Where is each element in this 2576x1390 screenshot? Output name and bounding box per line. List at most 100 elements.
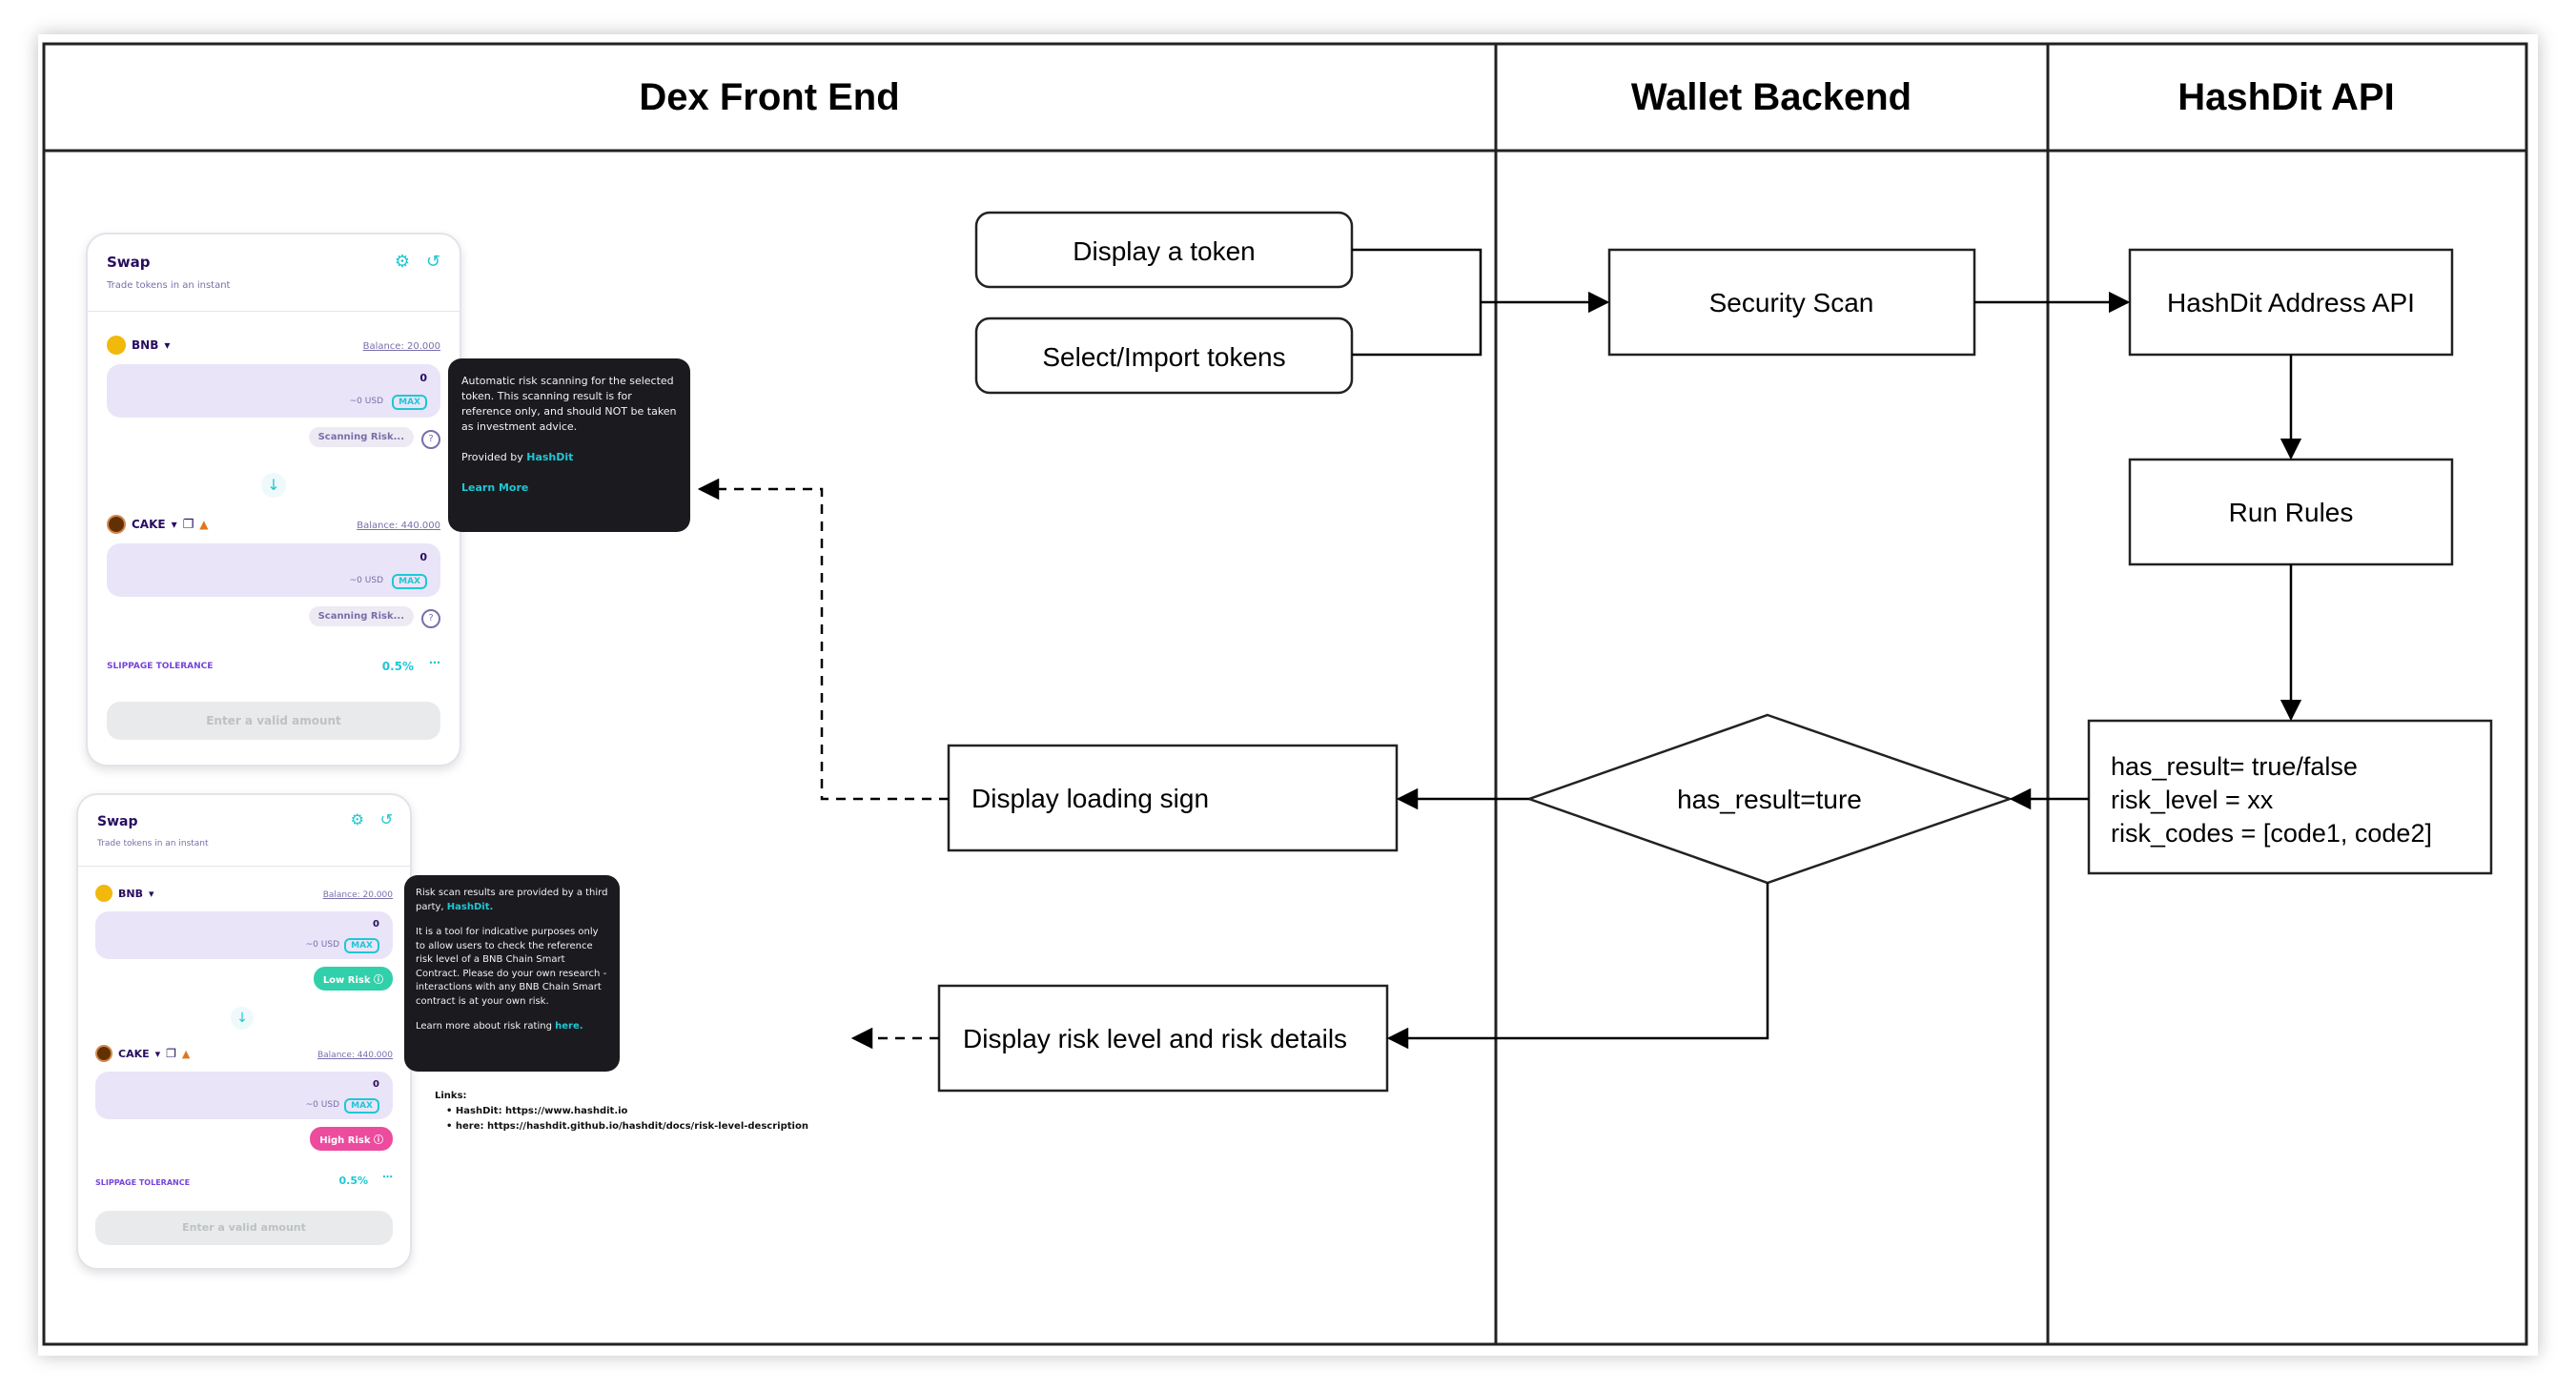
- node-result: [2087, 719, 2493, 875]
- diagram-border: [42, 42, 2528, 1346]
- tooltip-risk-more-line: Learn more about risk rating here.: [416, 1020, 608, 1034]
- copy-icon[interactable]: ❐: [166, 1047, 176, 1060]
- swap-card-risk-result: Swap Trade tokens in an instant ⚙ ↺ BNB …: [76, 793, 412, 1270]
- chevron-down-icon: ▾: [154, 1047, 161, 1060]
- node-result-line-2: risk_level = xx: [2111, 786, 2274, 814]
- amount-input-from[interactable]: 0 ~0 USD MAX: [107, 364, 440, 418]
- tooltip-provided-label: Provided by: [461, 451, 523, 463]
- tooltip-auto-scan: Automatic risk scanning for the selected…: [448, 358, 690, 532]
- tooltip-risk-provider-link[interactable]: HashDit.: [446, 901, 494, 912]
- node-run-rules-label: Run Rules: [2229, 498, 2354, 527]
- tooltip-auto-scan-text: Automatic risk scanning for the selected…: [461, 375, 677, 433]
- token-to-symbol: CAKE: [132, 518, 166, 531]
- amount-input-from[interactable]: 0 ~0 USD MAX: [95, 911, 393, 959]
- node-result-line-3: risk_codes = [code1, code2]: [2111, 819, 2432, 848]
- amount-from-value: 0: [373, 919, 379, 930]
- token-select-to[interactable]: CAKE ▾ ❐ ▲: [95, 1045, 190, 1062]
- switch-arrow-icon[interactable]: ↓: [261, 473, 286, 498]
- metamask-fox-icon[interactable]: ▲: [199, 518, 209, 531]
- bnb-coin-icon: [95, 885, 112, 902]
- amount-to-value: 0: [373, 1079, 379, 1090]
- token-select-from[interactable]: BNB ▾: [95, 885, 154, 902]
- node-hashdit-address-api-label: HashDit Address API: [2167, 288, 2415, 317]
- token-select-from[interactable]: BNB ▾: [107, 336, 170, 355]
- settings-gear-icon[interactable]: ⚙: [350, 810, 364, 828]
- info-icon: ⓘ: [374, 1135, 383, 1146]
- max-button-from[interactable]: MAX: [344, 938, 379, 953]
- more-options-icon[interactable]: ⋯: [429, 656, 440, 669]
- links-item-hashdit[interactable]: • HashDit: https://www.hashdit.io: [446, 1106, 628, 1116]
- lane-title-hashdit: HashDit API: [2177, 76, 2394, 118]
- links-item-hashdit-text: HashDit: https://www.hashdit.io: [455, 1106, 628, 1116]
- tooltip-provider-link[interactable]: HashDit: [526, 451, 574, 463]
- cake-coin-icon: [95, 1045, 112, 1062]
- tooltip-risk-info: Risk scan results are provided by a thir…: [404, 875, 620, 1072]
- balance-to: Balance: 440.000: [317, 1051, 393, 1060]
- token-from-symbol: BNB: [132, 338, 159, 352]
- slippage-value[interactable]: 0.5%: [338, 1175, 368, 1187]
- balance-to: Balance: 440.000: [357, 521, 440, 531]
- enter-amount-button[interactable]: Enter a valid amount: [107, 702, 440, 740]
- lane-title-dex: Dex Front End: [639, 76, 899, 118]
- usd-from-value: ~0 USD: [349, 397, 383, 406]
- copy-icon[interactable]: ❐: [182, 517, 194, 532]
- info-icon: ⓘ: [374, 975, 383, 986]
- swap-card-scanning: Swap Trade tokens in an instant ⚙ ↺ BNB …: [86, 233, 461, 767]
- bnb-coin-icon: [107, 336, 126, 355]
- node-security-scan: [1607, 248, 1976, 357]
- chevron-down-icon: ▾: [148, 887, 154, 900]
- node-select-import-label: Select/Import tokens: [1042, 342, 1285, 372]
- enter-amount-button[interactable]: Enter a valid amount: [95, 1211, 393, 1245]
- history-icon[interactable]: ↺: [425, 252, 440, 272]
- token-to-symbol: CAKE: [118, 1047, 150, 1060]
- edge-loading-to-ui: [697, 478, 949, 801]
- swap-title: Swap: [97, 814, 138, 829]
- history-icon[interactable]: ↺: [379, 810, 393, 828]
- tooltip-risk-here-link[interactable]: here.: [555, 1021, 583, 1032]
- tooltip-risk-more: Learn more about risk rating: [416, 1021, 552, 1032]
- amount-input-to[interactable]: 0 ~0 USD MAX: [107, 543, 440, 597]
- risk-badge-low[interactable]: Low Risk ⓘ: [313, 967, 393, 991]
- node-display-token-label: Display a token: [1073, 236, 1255, 266]
- tooltip-learn-more-link[interactable]: Learn More: [461, 481, 529, 494]
- settings-gear-icon[interactable]: ⚙: [394, 252, 410, 272]
- links-note: Links: • HashDit: https://www.hashdit.io…: [435, 1089, 808, 1134]
- edge-merge-bracket: [1352, 248, 1482, 357]
- metamask-fox-icon[interactable]: ▲: [181, 1047, 191, 1060]
- swap-subtitle: Trade tokens in an instant: [97, 839, 209, 848]
- slippage-label: SLIPPAGE TOLERANCE: [107, 662, 214, 671]
- node-result-line-1: has_result= true/false: [2111, 752, 2358, 781]
- help-icon-to[interactable]: ?: [421, 609, 440, 628]
- tooltip-risk-intro-line: Risk scan results are provided by a thir…: [416, 887, 608, 914]
- switch-arrow-icon[interactable]: ↓: [231, 1007, 254, 1030]
- node-security-scan-label: Security Scan: [1709, 288, 1874, 317]
- lane-title-wallet: Wallet Backend: [1631, 76, 1912, 118]
- slippage-value[interactable]: 0.5%: [381, 660, 414, 673]
- amount-to-value: 0: [419, 551, 427, 563]
- token-from-symbol: BNB: [118, 887, 143, 900]
- node-display-risk: [937, 984, 1389, 1093]
- node-display-loading: [947, 744, 1399, 852]
- token-select-to[interactable]: CAKE ▾ ❐ ▲: [107, 515, 209, 534]
- chevron-down-icon: ▾: [171, 518, 177, 531]
- links-title: Links:: [435, 1091, 467, 1101]
- amount-from-value: 0: [419, 372, 427, 384]
- max-button-from[interactable]: MAX: [392, 395, 427, 410]
- node-display-loading-label: Display loading sign: [971, 784, 1209, 813]
- links-item-here-text: here: https://hashdit.github.io/hashdit/…: [455, 1121, 808, 1132]
- help-icon-from[interactable]: ?: [421, 430, 440, 449]
- scan-status-from: Scanning Risk...: [308, 427, 414, 447]
- max-button-to[interactable]: MAX: [344, 1098, 379, 1114]
- node-decision-label: has_result=ture: [1677, 785, 1862, 814]
- amount-input-to[interactable]: 0 ~0 USD MAX: [95, 1072, 393, 1119]
- risk-badge-high[interactable]: High Risk ⓘ: [310, 1127, 393, 1151]
- tooltip-risk-intro: Risk scan results are provided by a thir…: [416, 888, 608, 912]
- links-item-here[interactable]: • here: https://hashdit.github.io/hashdi…: [446, 1121, 808, 1132]
- max-button-to[interactable]: MAX: [392, 574, 427, 589]
- tooltip-provided-line: Provided by HashDit: [461, 450, 677, 465]
- cake-coin-icon: [107, 515, 126, 534]
- swap-header-divider: [78, 866, 410, 867]
- more-options-icon[interactable]: ⋯: [382, 1171, 393, 1183]
